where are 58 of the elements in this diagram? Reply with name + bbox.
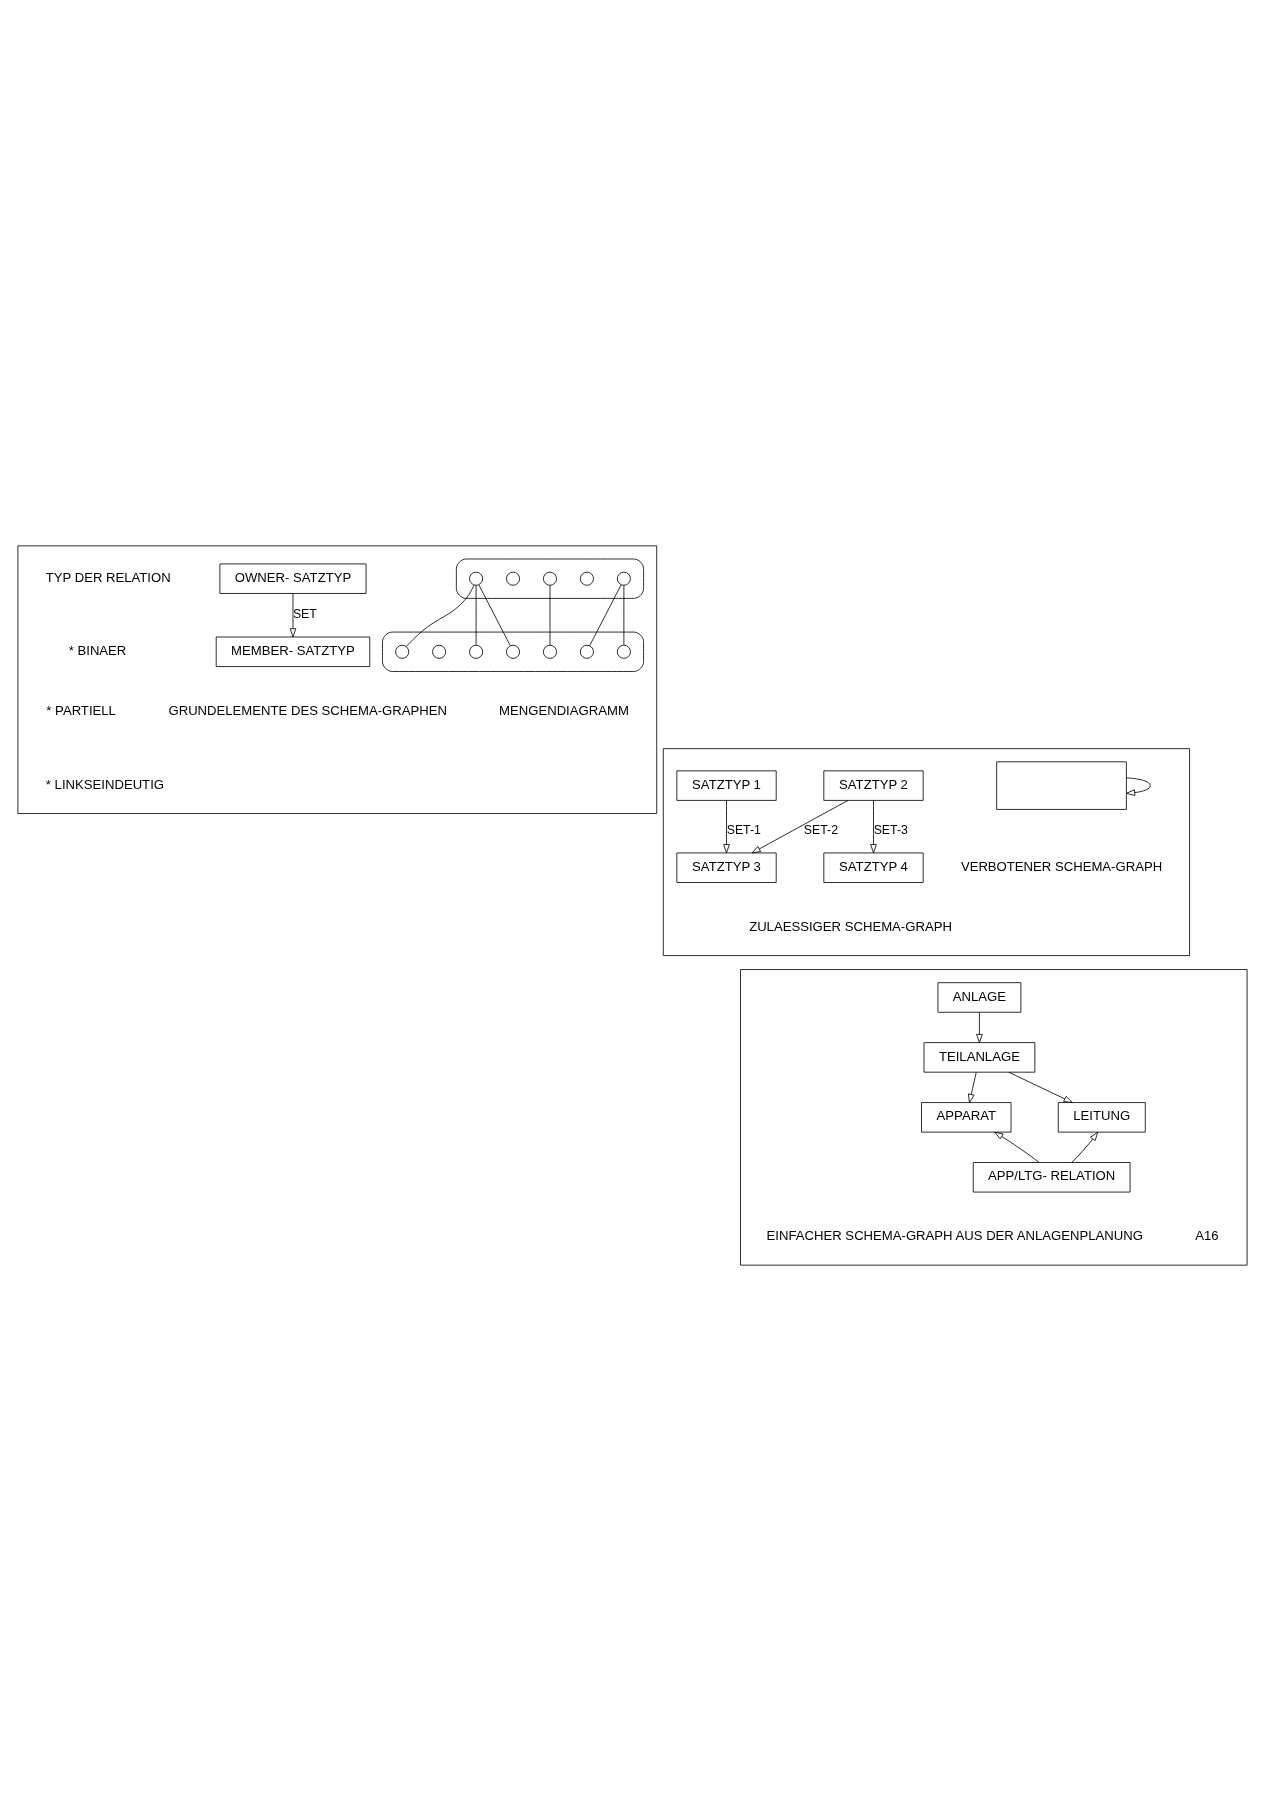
label: TYP DER RELATION: [45, 569, 171, 585]
node-box: APPARAT: [921, 1101, 1012, 1133]
cluster: [382, 631, 644, 672]
connector: [475, 584, 477, 645]
arrow: [968, 1071, 977, 1103]
node-box: SATZTYP 1: [676, 769, 777, 801]
node-circle: [506, 571, 520, 586]
arrow: [1071, 1131, 1099, 1163]
node-circle: [506, 644, 520, 659]
label: * LINKSEINDEUTIG: [45, 776, 165, 792]
node-circle: [469, 644, 484, 659]
node-box: [996, 760, 1127, 810]
cluster: [455, 558, 644, 599]
node-box: APP/LTG- RELATION: [972, 1161, 1131, 1192]
node-box: SATZTYP 2: [823, 769, 924, 801]
node-circle: [616, 644, 631, 659]
arrow: [751, 799, 849, 853]
arrow: [1126, 776, 1151, 796]
connector: [589, 584, 622, 646]
node-circle: [543, 644, 557, 659]
node-circle: [579, 644, 594, 659]
label: * BINAER: [68, 642, 127, 658]
node-circle: [432, 644, 447, 659]
edge-label: SET-2: [803, 822, 839, 837]
node-box: ANLAGE: [937, 981, 1022, 1013]
edge-label: SET-3: [873, 822, 908, 837]
node-circle: [616, 571, 631, 586]
arrow: [870, 799, 877, 853]
node-circle: [579, 571, 594, 586]
label: MENGENDIAGRAMM: [499, 702, 629, 718]
node-box: TEILANLAGE: [923, 1041, 1036, 1073]
edge-label: SET-1: [726, 822, 761, 837]
node-box: OWNER- SATZTYP: [219, 563, 367, 594]
node-box: MEMBER- SATZTYP: [215, 636, 371, 667]
edge-label: SET: [292, 606, 317, 621]
cluster: [662, 747, 1191, 956]
node-circle: [469, 571, 484, 586]
node-circle: [395, 644, 410, 659]
connector: [549, 584, 551, 645]
connector: [623, 584, 625, 645]
node-circle: [543, 571, 557, 586]
arrow: [723, 799, 730, 853]
cluster: [17, 544, 658, 814]
arrow: [1008, 1071, 1073, 1103]
label: EINFACHER SCHEMA-GRAPH AUS DER ANLAGENPLANUNG: [766, 1227, 1143, 1243]
node-box: SATZTYP 3: [676, 852, 777, 883]
cluster: [740, 968, 1248, 1266]
label: ZULAESSIGER SCHEMA-GRAPH: [749, 918, 952, 934]
connector: [478, 584, 511, 646]
label: VERBOTENER SCHEMA-GRAPH: [960, 858, 1163, 874]
label: * PARTIELL: [46, 702, 116, 718]
arrow: [976, 1011, 983, 1043]
node-box: SATZTYP 4: [823, 852, 924, 883]
label: A16: [1195, 1227, 1219, 1243]
node-box: LEITUNG: [1057, 1101, 1146, 1133]
arrow: [994, 1131, 1040, 1163]
label: GRUNDELEMENTE DES SCHEMA-GRAPHEN: [168, 702, 448, 718]
arrow: [289, 592, 297, 637]
